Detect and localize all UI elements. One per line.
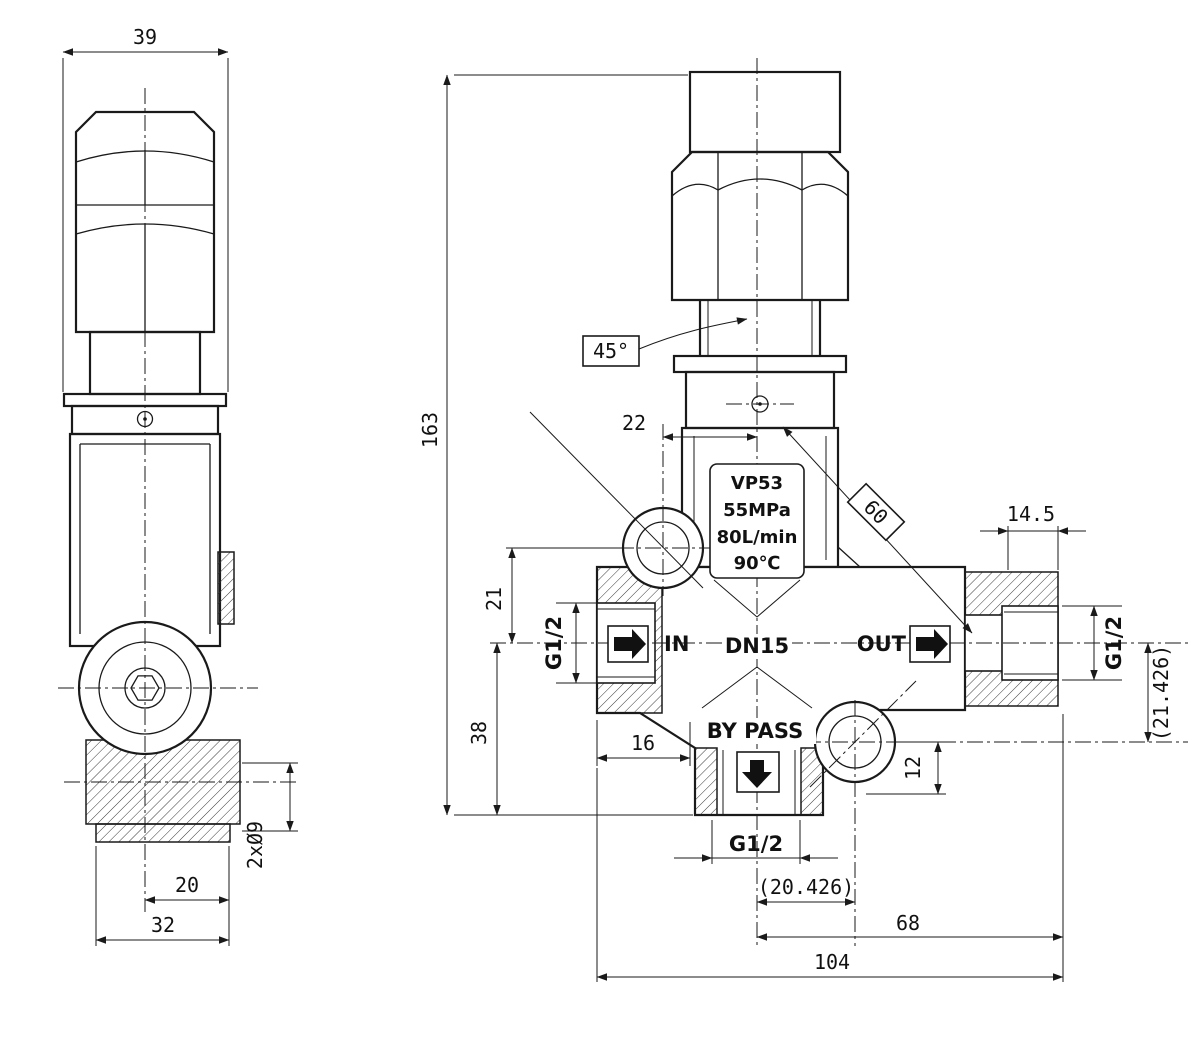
- front-top-cap: [688, 70, 842, 154]
- dim-16: 16: [596, 720, 691, 766]
- dim-32-text: 32: [151, 913, 175, 937]
- dim-20-426-text: (20.426): [758, 875, 854, 899]
- front-hex-nut: [670, 150, 850, 302]
- nominal-bore: DN15: [722, 634, 792, 659]
- out-flow-arrow-icon: [916, 629, 948, 659]
- front-neck: [684, 370, 836, 430]
- thread-bottom-label: G1/2: [729, 832, 783, 856]
- dim-39: 39: [62, 25, 229, 392]
- bypass-diagonal-axis: [809, 680, 917, 788]
- side-view: 39 20 32 2xØ9: [58, 25, 300, 946]
- dim-g12-bottom: G1/2: [674, 820, 838, 864]
- dim-16-text: 16: [631, 731, 655, 755]
- front-flange: [672, 354, 848, 374]
- spec-box: VP53 55MPa 80L/min 90℃: [709, 463, 805, 579]
- port-bypass-label: BY PASS: [707, 719, 803, 743]
- spec-temperature: 90℃: [734, 553, 781, 574]
- dim-g12-left: G1/2: [542, 602, 597, 684]
- spec-model: VP53: [731, 473, 783, 494]
- dim-2x-dia9: 2xØ9: [242, 762, 298, 869]
- side-tab: [217, 551, 235, 625]
- port-in-label: IN: [664, 632, 689, 656]
- dim-12: 12: [866, 741, 946, 795]
- dim-21-426: (21.426): [1144, 642, 1173, 743]
- dim-20-426: (20.426): [756, 875, 856, 906]
- side-base-plate: [95, 823, 231, 843]
- port-in: IN: [607, 625, 689, 663]
- dim-12-text: 12: [901, 756, 925, 780]
- dim-14-5: 14.5: [980, 502, 1086, 570]
- dim-20-text: 20: [175, 873, 199, 897]
- front-view: 45° 60 163 22 14.5: [418, 58, 1188, 982]
- thread-right-label: G1/2: [1102, 616, 1126, 670]
- front-right-port: [964, 571, 1059, 707]
- port-bypass: BY PASS: [694, 718, 816, 793]
- dim-22: 22: [622, 411, 758, 441]
- port-out-label: OUT: [857, 632, 907, 656]
- hex-socket: [130, 675, 160, 701]
- dim-22-text: 22: [622, 411, 646, 435]
- dim-68: 68: [756, 714, 1064, 982]
- front-stem: [698, 300, 822, 356]
- spec-flow: 80L/min: [717, 527, 798, 548]
- dim-g12-right: G1/2: [1062, 605, 1126, 681]
- spec-pressure: 55MPa: [723, 500, 791, 521]
- in-flow-arrow-icon: [614, 629, 646, 659]
- dim-14-5-text: 14.5: [1007, 502, 1055, 526]
- dim-38: 38: [467, 642, 501, 816]
- dim-45deg: 45°: [529, 317, 748, 589]
- bypass-flow-arrow-icon: [742, 760, 772, 788]
- dim-20: 20: [144, 846, 230, 946]
- dim-163-text: 163: [418, 412, 442, 448]
- thread-left-label: G1/2: [542, 616, 566, 670]
- dim-21-426-text: (21.426): [1149, 645, 1173, 741]
- nominal-bore-label: DN15: [725, 634, 789, 658]
- dim-21: 21: [482, 547, 618, 644]
- front-bottom-port: [694, 747, 824, 816]
- dim-32: 32: [95, 846, 230, 946]
- dim-163: 163: [418, 74, 693, 816]
- dim-21-text: 21: [482, 587, 506, 611]
- dim-68-text: 68: [896, 911, 920, 935]
- dim-104: 104: [596, 768, 1064, 982]
- dim-104-text: 104: [814, 950, 850, 974]
- dim-2x-dia9-text: 2xØ9: [243, 821, 267, 869]
- dim-38-text: 38: [467, 721, 491, 745]
- port-out: OUT: [857, 625, 951, 663]
- dim-39-text: 39: [133, 25, 157, 49]
- dim-45deg-text: 45°: [593, 339, 629, 363]
